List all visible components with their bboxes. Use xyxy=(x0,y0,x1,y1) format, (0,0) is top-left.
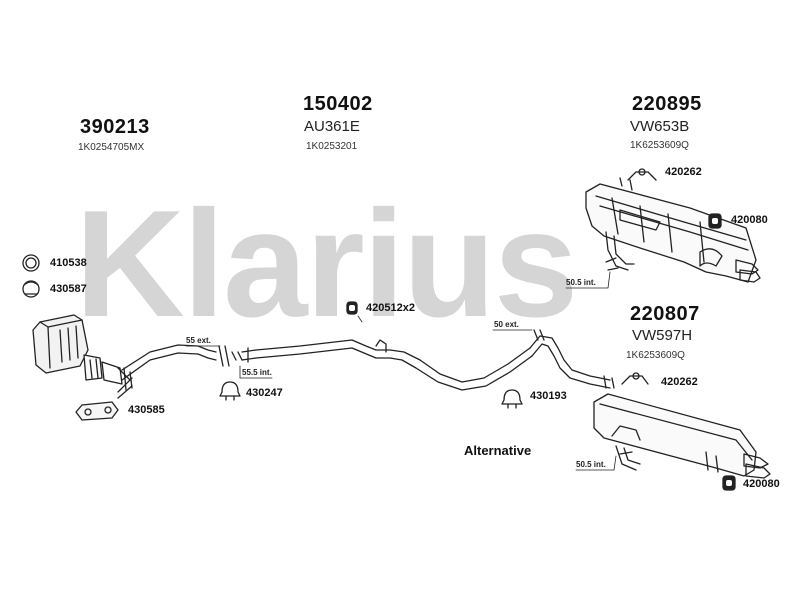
brand-watermark: Klarius xyxy=(75,179,578,349)
rubber-mount-icon xyxy=(346,301,358,315)
part-number-220807: 220807 xyxy=(630,303,700,325)
mount-icon xyxy=(722,475,736,491)
ring-clamp-icon xyxy=(22,280,40,298)
alternative-silencer-icon xyxy=(593,375,771,479)
fitting-label: 420080 xyxy=(743,478,780,490)
reference-code: AU361E xyxy=(304,118,360,135)
fitting-label: 420262 xyxy=(661,376,698,388)
fitting-label: 410538 xyxy=(50,257,87,269)
dimension-label: 55.5 int. xyxy=(242,368,272,377)
part-number-390213: 390213 xyxy=(80,116,150,138)
fitting-label: 430585 xyxy=(128,404,165,416)
part-number-150402: 150402 xyxy=(303,93,373,115)
ring-clamp-icon xyxy=(22,254,40,272)
oem-number: 1K6253609Q xyxy=(626,350,685,361)
fitting-label: 420080 xyxy=(731,214,768,226)
mount-icon xyxy=(708,213,722,229)
dimension-label: 50.5 int. xyxy=(566,278,596,287)
alternative-label: Alternative xyxy=(464,443,532,458)
dimension-label: 50.5 int. xyxy=(576,460,606,469)
clamp-icon xyxy=(501,389,523,409)
reference-code: VW597H xyxy=(632,327,693,344)
clamp-icon xyxy=(219,381,241,401)
pipe-joint-icon xyxy=(218,345,243,367)
fitting-label: 430247 xyxy=(246,387,283,399)
dimension-leader-icon xyxy=(185,271,617,471)
hanger-icon xyxy=(627,168,657,181)
dimension-label: 55 ext. xyxy=(186,336,211,345)
oem-number: 1K0253201 xyxy=(306,141,358,152)
reference-code: VW653B xyxy=(630,118,690,135)
oem-number: 1K0254705MX xyxy=(78,142,145,153)
fitting-label: 420512x2 xyxy=(366,302,415,314)
fitting-label: 430193 xyxy=(530,390,567,402)
hanger-icon xyxy=(621,372,649,385)
part-number-220895: 220895 xyxy=(632,93,702,115)
fitting-label: 420262 xyxy=(665,166,702,178)
centre-pipe-icon xyxy=(241,329,611,391)
rear-silencer-icon xyxy=(585,177,761,283)
oem-number: 1K6253609Q xyxy=(630,140,689,151)
front-pipe-icon xyxy=(101,344,217,399)
gasket-icon xyxy=(75,401,119,421)
fitting-label: 430587 xyxy=(50,283,87,295)
catalytic-converter-icon xyxy=(32,314,103,381)
dimension-label: 50 ext. xyxy=(494,320,519,329)
